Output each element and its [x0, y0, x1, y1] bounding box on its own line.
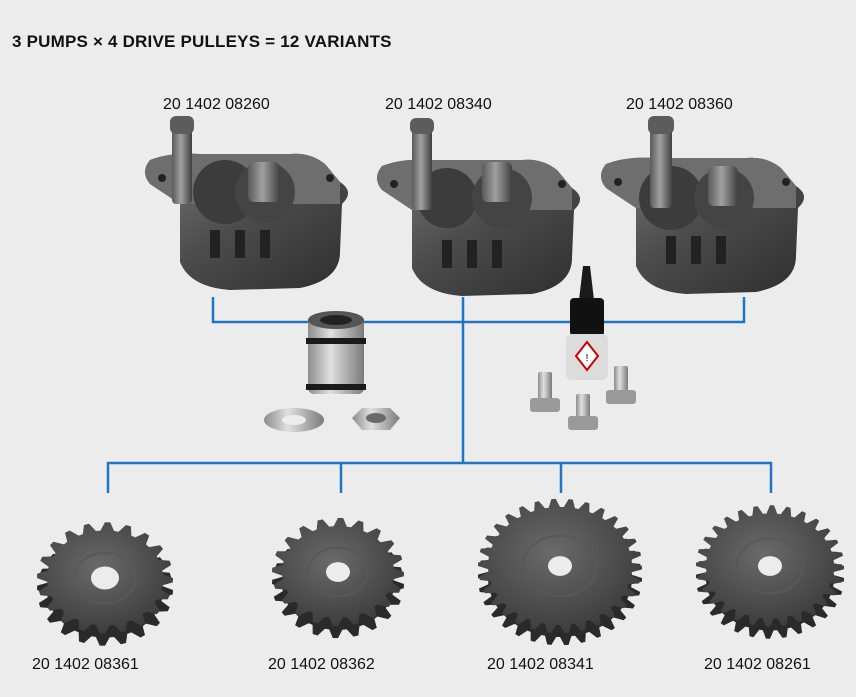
pump-image-3: [601, 116, 805, 294]
diagram-title: 3 PUMPS × 4 DRIVE PULLEYS = 12 VARIANTS: [12, 32, 392, 51]
pulley-image-4: [696, 505, 844, 639]
pump-part-number-3: 20 1402 08360: [626, 96, 733, 113]
pulley-part-number-3: 20 1402 08341: [487, 656, 594, 673]
pump-part-number-2: 20 1402 08340: [385, 96, 492, 113]
screw-image-2: [606, 366, 636, 404]
screw-image-1: [530, 372, 560, 412]
pump-connector: [211, 297, 746, 324]
pulley-gears: [37, 498, 844, 646]
pump-image-1: [145, 116, 349, 290]
connector-lines: [106, 297, 773, 493]
pulley-part-number-4: 20 1402 08261: [704, 656, 811, 673]
pulley-part-number-2: 20 1402 08362: [268, 656, 375, 673]
pulley-image-1: [37, 522, 173, 646]
bushing-image: [306, 311, 366, 394]
pump-image-2: [377, 118, 581, 296]
pump-part-number-1: 20 1402 08260: [163, 96, 270, 113]
pulley-image-2: [272, 517, 404, 639]
pulley-image-3: [478, 498, 642, 646]
svg-text:!: !: [586, 353, 589, 364]
adhesive-bottle-image: !: [566, 266, 608, 380]
washer-image: [264, 408, 324, 432]
pulley-part-number-1: 20 1402 08361: [32, 656, 139, 673]
screw-image-3: [568, 394, 598, 430]
pulley-connector: [106, 461, 773, 493]
nut-image: [352, 408, 400, 430]
